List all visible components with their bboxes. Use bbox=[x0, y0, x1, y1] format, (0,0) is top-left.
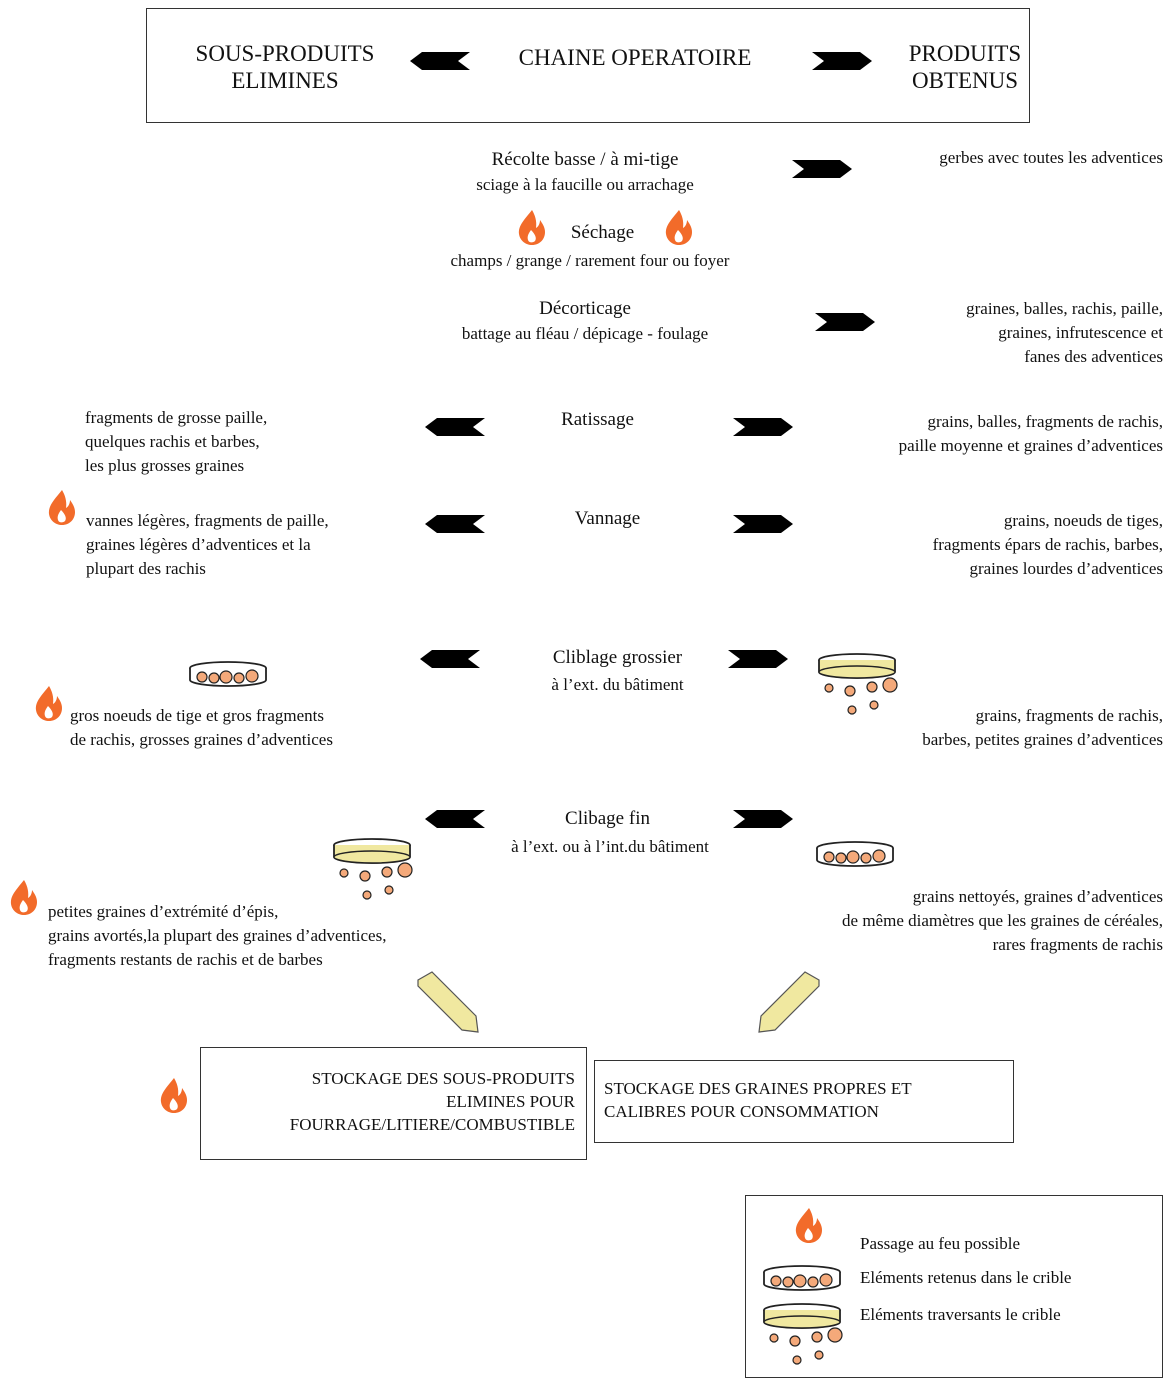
step-right-cliblage-grossier: grains, fragments de rachis, barbes, pet… bbox=[922, 706, 1163, 749]
sieve-passing-icon bbox=[763, 1303, 843, 1365]
sieve-retained-icon bbox=[816, 841, 894, 867]
step-right-clibage-fin: grains nettoyés, graines d’adventices de… bbox=[842, 887, 1163, 954]
sieve-retained-icon bbox=[189, 661, 267, 687]
storage-left-label: STOCKAGE DES SOUS-PRODUITS ELIMINES POUR… bbox=[289, 1069, 575, 1134]
flame-icon bbox=[35, 686, 62, 721]
arrow-left-icon bbox=[425, 810, 485, 828]
arrow-right-icon bbox=[733, 418, 793, 436]
step-right-decorticage: graines, balles, rachis, paille, graines… bbox=[966, 299, 1163, 366]
legend-retained-label: Eléments retenus dans le crible bbox=[860, 1268, 1072, 1287]
storage-right-label: STOCKAGE DES GRAINES PROPRES ET CALIBRES… bbox=[604, 1079, 912, 1121]
step-title-cliblage-grossier: Cliblage grossier bbox=[552, 647, 683, 668]
step-sub-recolte: sciage à la faucille ou arrachage bbox=[476, 175, 694, 194]
step-sub-cliblage-grossier: à l’ext. du bâtiment bbox=[551, 675, 684, 694]
step-title-sechage: Séchage bbox=[570, 222, 635, 243]
arrow-left-icon bbox=[410, 52, 470, 70]
sieve-passing-icon bbox=[333, 838, 413, 900]
flame-icon bbox=[795, 1208, 822, 1243]
arrow-down-right-icon bbox=[417, 971, 479, 1033]
step-title-vannage: Vannage bbox=[574, 508, 641, 529]
arrow-right-icon bbox=[733, 515, 793, 533]
step-right-vannage: grains, noeuds de tiges, fragments épars… bbox=[932, 511, 1163, 578]
arrow-right-icon bbox=[728, 650, 788, 668]
step-left-clibage-fin: petites graines d’extrémité d’épis, grai… bbox=[48, 902, 387, 969]
header-box bbox=[146, 8, 1030, 123]
storage-right-box bbox=[594, 1060, 1014, 1143]
flame-icon bbox=[48, 490, 75, 525]
step-left-cliblage-grossier: gros noeuds de tige et gros fragments de… bbox=[70, 706, 333, 749]
flame-icon bbox=[518, 210, 545, 245]
step-title-recolte: Récolte basse / à mi-tige bbox=[491, 149, 679, 170]
header-right-label: PRODUITS OBTENUS bbox=[908, 41, 1022, 93]
arrow-right-icon bbox=[733, 810, 793, 828]
step-right-ratissage: grains, balles, fragments de rachis, pai… bbox=[898, 412, 1163, 455]
flame-icon bbox=[10, 880, 38, 915]
step-title-decorticage: Décorticage bbox=[539, 298, 631, 319]
step-right-recolte: gerbes avec toutes les adventices bbox=[939, 148, 1163, 167]
step-sub-clibage-fin: à l’ext. ou à l’int.du bâtiment bbox=[511, 837, 709, 856]
header-center-label: CHAINE OPERATOIRE bbox=[518, 45, 752, 70]
step-title-clibage-fin: Clibage fin bbox=[565, 808, 650, 829]
arrow-right-icon bbox=[812, 52, 872, 70]
arrow-left-icon bbox=[425, 418, 485, 436]
sieve-retained-icon bbox=[763, 1265, 841, 1291]
arrow-down-left-icon bbox=[758, 971, 820, 1033]
step-title-ratissage: Ratissage bbox=[561, 409, 634, 430]
step-sub-sechage: champs / grange / rarement four ou foyer bbox=[450, 251, 730, 270]
step-left-ratissage: fragments de grosse paille, quelques rac… bbox=[85, 408, 268, 475]
arrow-left-icon bbox=[425, 515, 485, 533]
step-sub-decorticage: battage au fléau / dépicage - foulage bbox=[461, 324, 709, 343]
header-left-label: SOUS-PRODUITS ELIMINES bbox=[195, 41, 375, 93]
flame-icon bbox=[160, 1078, 187, 1113]
legend-fire-label: Passage au feu possible bbox=[860, 1234, 1021, 1253]
legend-passing-label: Eléments traversants le crible bbox=[860, 1305, 1061, 1324]
storage-left-box bbox=[200, 1047, 587, 1160]
flame-icon bbox=[665, 210, 692, 245]
arrow-left-icon bbox=[420, 650, 480, 668]
step-left-vannage: vannes légères, fragments de paille, gra… bbox=[86, 511, 329, 578]
